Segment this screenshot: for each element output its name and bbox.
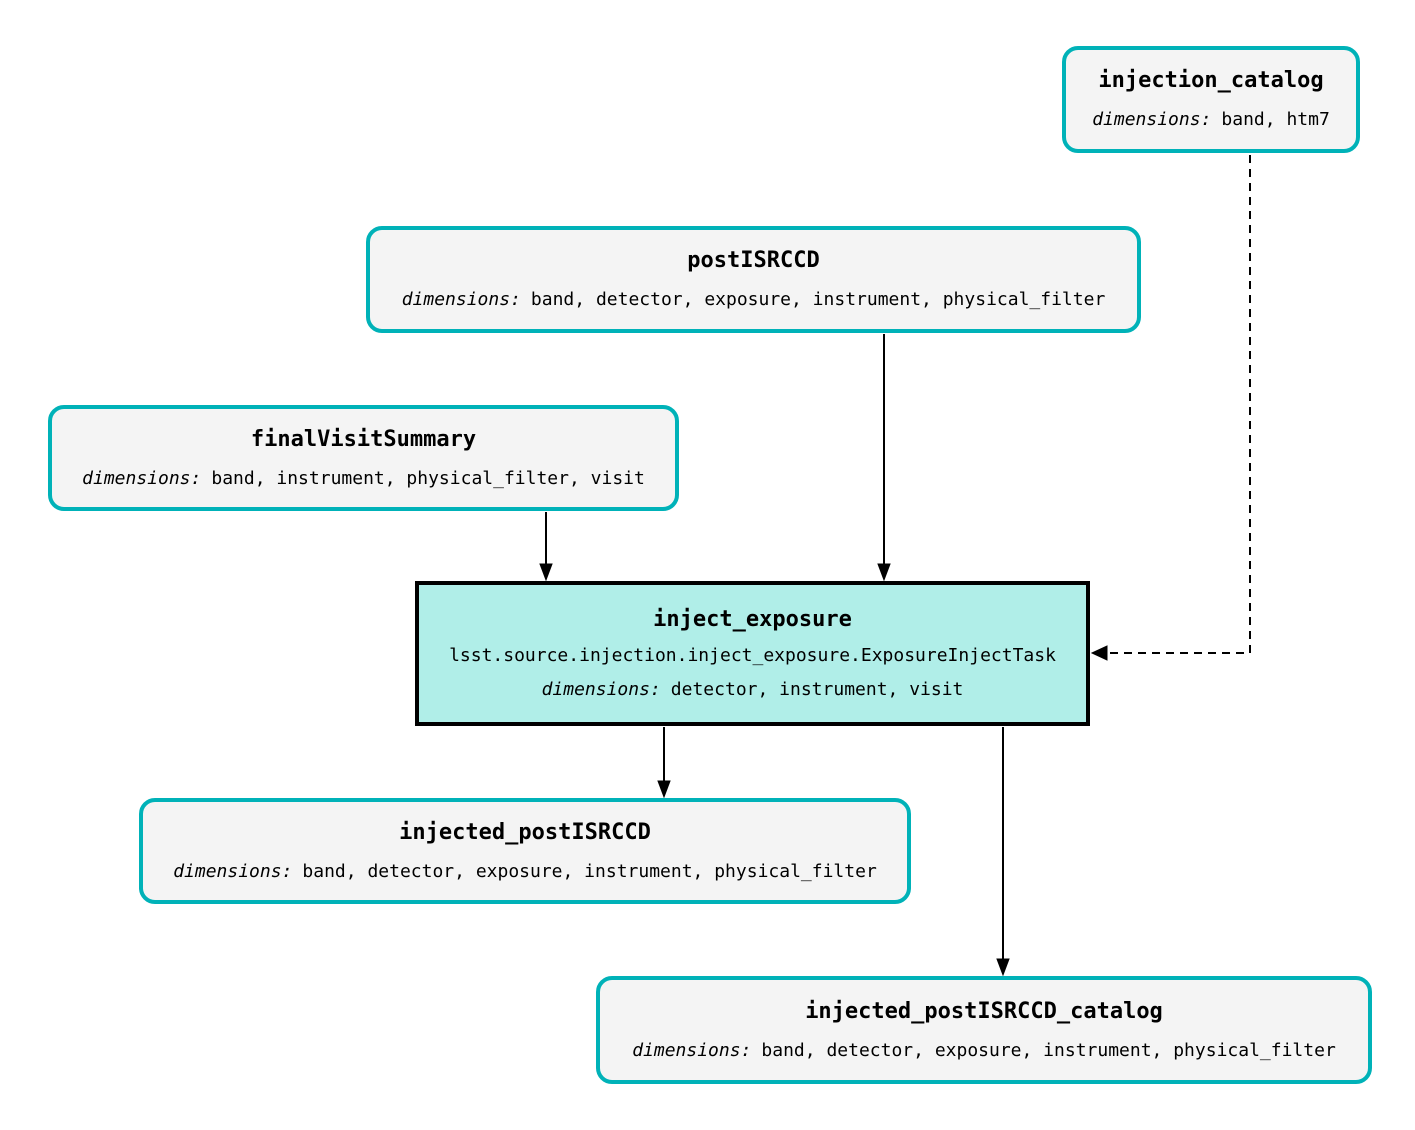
node-postisrccd: postISRCCD dimensions: band, detector, ex…	[366, 226, 1141, 333]
node-injected-postisrccd: injected_postISRCCD dimensions: band, det…	[139, 798, 911, 904]
node-dimensions: dimensions: band, detector, exposure, ins…	[402, 290, 1106, 310]
node-injected-postisrccd-catalog: injected_postISRCCD_catalog dimensions: b…	[596, 976, 1372, 1084]
node-dimensions: dimensions: band, instrument, physical_fi…	[82, 467, 645, 489]
dimensions-label: dimensions:	[82, 467, 202, 489]
dimensions-value: band, instrument, physical_filter, visit	[211, 467, 645, 489]
node-inject-exposure: inject_exposure lsst.source.injection.in…	[415, 581, 1090, 726]
dimensions-label: dimensions:	[541, 678, 661, 700]
node-dimensions: dimensions: detector, instrument, visit	[541, 678, 964, 700]
dimensions-label: dimensions:	[401, 289, 521, 311]
node-dimensions: dimensions: band, detector, exposure, ins…	[173, 860, 877, 882]
dimensions-label: dimensions:	[1092, 109, 1212, 131]
dimensions-value: detector, instrument, visit	[670, 678, 964, 700]
node-finalvisitsummary: finalVisitSummary dimensions: band, instr…	[48, 405, 679, 511]
edge-inject-exposure-to-injected-postisrccd-catalog	[996, 727, 1010, 977]
dimensions-value: band, detector, exposure, instrument, ph…	[530, 289, 1106, 311]
edge-postisrccd-to-inject-exposure	[877, 334, 891, 582]
edge-finalvisitsummary-to-inject-exposure	[539, 512, 553, 582]
dimensions-value: band, htm7	[1221, 109, 1330, 131]
dimensions-label: dimensions:	[632, 1039, 752, 1061]
dimensions-value: band, detector, exposure, instrument, ph…	[761, 1039, 1336, 1061]
dimensions-label: dimensions:	[173, 860, 293, 882]
task-class-path: lsst.source.injection.inject_exposure.Ex…	[449, 644, 1056, 666]
node-title: injected_postISRCCD	[399, 819, 651, 845]
dimensions-value: band, detector, exposure, instrument, ph…	[302, 860, 877, 882]
node-dimensions: dimensions: band, detector, exposure, ins…	[632, 1039, 1336, 1061]
node-title: postISRCCD	[687, 248, 820, 273]
node-title: injection_catalog	[1098, 68, 1324, 93]
node-injection-catalog: injection_catalog dimensions: band, htm7	[1062, 46, 1360, 153]
edge-inject-exposure-to-injected-postisrccd	[657, 727, 671, 799]
node-dimensions: dimensions: band, htm7	[1092, 110, 1330, 130]
node-title: inject_exposure	[653, 606, 852, 632]
node-title: injected_postISRCCD_catalog	[805, 998, 1163, 1024]
node-title: finalVisitSummary	[250, 426, 477, 452]
